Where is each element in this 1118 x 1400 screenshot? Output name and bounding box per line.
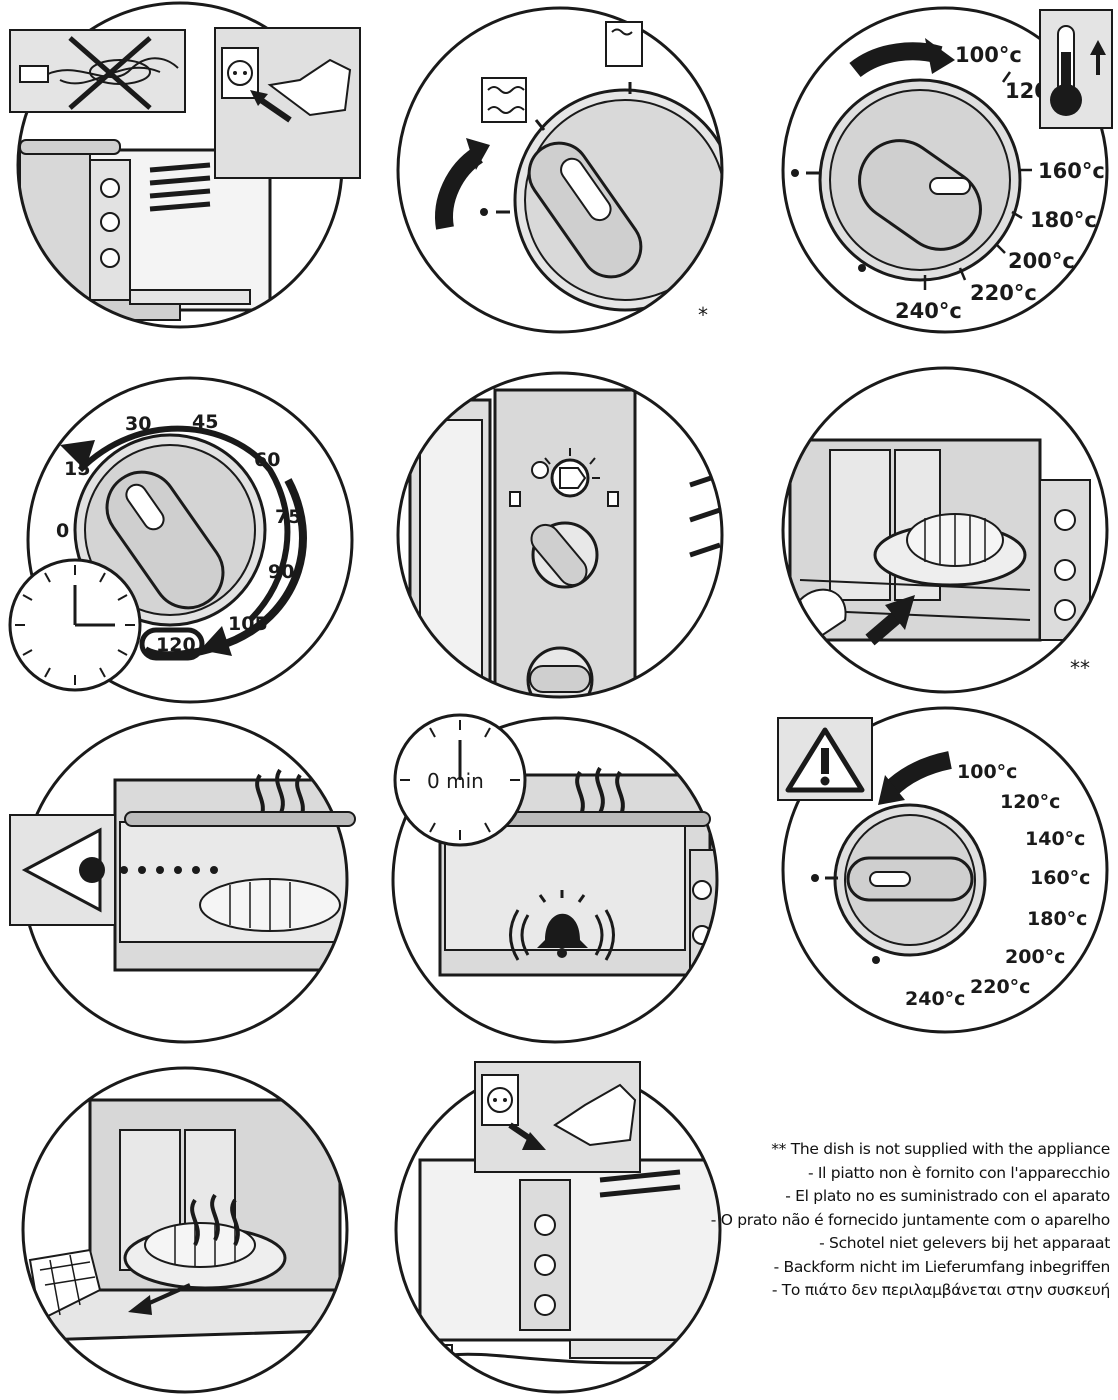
double-asterisk-mark: **: [1070, 656, 1090, 680]
temp-off-label-220: 220°c: [970, 976, 1030, 998]
panel-watch-cooking: [9, 716, 356, 1044]
timer-tick-120: 120: [156, 634, 196, 656]
note-line-pt: - O prato não é fornecido juntamente com…: [710, 1210, 1111, 1229]
note-line-el: - Το πιάτο δεν περιλαμβάνεται στην συσκε…: [771, 1281, 1110, 1299]
bell-icon: [537, 913, 588, 948]
asterisk-note-mark: *: [698, 303, 708, 327]
panel-temperature-off: 100°c 120°c 140°c 160°c 180°c 200°c 220°…: [777, 706, 1109, 1034]
timer-tick-30: 30: [125, 413, 151, 435]
timer-tick-105: 105: [228, 613, 268, 635]
temp-off-label-120: 120°c: [1000, 791, 1060, 813]
temp-off-label-160: 160°c: [1030, 867, 1090, 889]
temp-label-240: 240°c: [895, 299, 962, 323]
temp-off-label-240: 240°c: [905, 988, 965, 1010]
dish-not-supplied-note: ** The dish is not supplied with the app…: [690, 1138, 1111, 1303]
temp-label-180: 180°c: [1030, 208, 1097, 232]
temp-off-label-200: 200°c: [1005, 946, 1065, 968]
timer-tick-0: 0: [56, 520, 69, 542]
note-line-es: - El plato no es suministrado con el apa…: [785, 1187, 1110, 1205]
timer-tick-75: 75: [275, 506, 301, 528]
temp-off-label-180: 180°c: [1027, 908, 1087, 930]
timer-tick-60: 60: [254, 449, 280, 471]
timer-tick-90: 90: [268, 561, 294, 583]
temp-off-label-100: 100°c: [957, 761, 1017, 783]
temp-label-160: 160°c: [1038, 159, 1105, 183]
note-line-en: ** The dish is not supplied with the app…: [771, 1140, 1110, 1158]
panel-function-selector: *: [396, 6, 724, 334]
temp-label-200: 200°c: [1008, 249, 1075, 273]
note-line-de: - Backform nicht im Lieferumfang inbegri…: [773, 1257, 1111, 1276]
panel-plug-in: [9, 1, 361, 329]
panel-unplug: [394, 1061, 722, 1394]
clock-zero-label: 0 min: [427, 769, 484, 793]
note-line-nl: - Schotel niet gelevers bij het apparaat: [819, 1234, 1110, 1252]
panel-remove-dish: [21, 1066, 349, 1394]
timer-tick-45: 45: [192, 411, 218, 433]
temp-off-label-140: 140°c: [1025, 828, 1085, 850]
panel-control-light: [396, 371, 724, 699]
temp-label-100: 100°c: [955, 43, 1022, 67]
panel-insert-dish: **: [781, 366, 1109, 694]
panel-temperature-dial: 100°c 120 160°c 180°c 200°c 220°c 240°c: [781, 6, 1113, 334]
panel-timer-bell: 0 min: [391, 713, 719, 1044]
note-line-it: - Il piatto non è fornito con l'apparecc…: [807, 1163, 1110, 1182]
temp-label-220: 220°c: [970, 281, 1037, 305]
panel-timer-dial: 0 15 30 45 60 75 90 105 120: [8, 376, 354, 704]
timer-tick-15: 15: [64, 458, 90, 480]
